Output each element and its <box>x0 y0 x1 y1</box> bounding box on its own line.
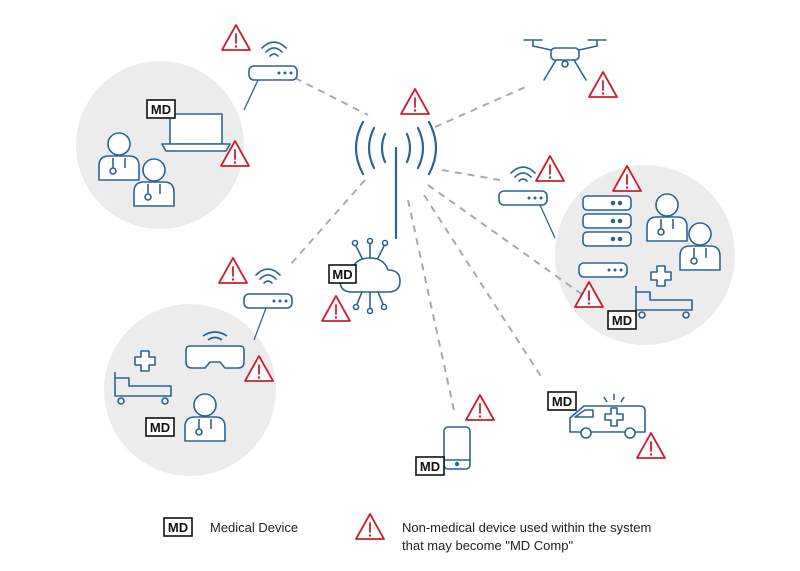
warning-icon-phone <box>465 394 495 421</box>
server-icon <box>582 195 632 247</box>
warning-icon-antenna <box>400 88 430 115</box>
router-icon-right-inner <box>578 262 628 278</box>
md-badge-bed-right: MD <box>607 310 637 330</box>
laptop-icon <box>161 113 231 152</box>
legend-md-label: Medical Device <box>210 520 298 535</box>
central-antenna-icon <box>354 120 438 240</box>
svg-text:MD: MD <box>612 313 632 328</box>
clinic-group-top-left <box>76 61 244 229</box>
legend: MD Medical Device Non-medical device use… <box>163 513 651 553</box>
router-icon-right <box>498 190 548 206</box>
wifi-icon-bottom-left <box>255 268 281 284</box>
svg-text:MD: MD <box>168 520 188 535</box>
vr-headset-icon <box>185 331 245 369</box>
legend-md-badge: MD <box>163 517 193 537</box>
svg-text:MD: MD <box>151 102 171 117</box>
router-icon-top-left <box>248 65 298 81</box>
legend-warning-line1: Non-medical device used within the syste… <box>402 520 651 535</box>
svg-text:MD: MD <box>150 420 170 435</box>
md-badge-cloud: MD <box>328 264 357 284</box>
svg-text:MD: MD <box>420 459 440 474</box>
md-badge-phone: MD <box>415 456 445 476</box>
wifi-icon-top-left <box>261 41 287 57</box>
svg-text:MD: MD <box>332 267 352 282</box>
smartphone-icon <box>443 426 471 470</box>
wifi-icon-right <box>510 166 536 182</box>
md-badge-bottom-left: MD <box>145 417 175 437</box>
warning-icon-router-bottom-left <box>218 257 248 284</box>
ambulance-icon <box>569 394 646 439</box>
legend-warning-icon <box>355 513 385 540</box>
warning-icon-router-right <box>535 155 565 182</box>
connection-lines <box>289 77 591 416</box>
warning-icon-cloud <box>321 295 351 322</box>
router-icon-bottom-left <box>243 293 293 309</box>
warning-icon-ambulance <box>636 432 666 459</box>
legend-warning-line2: that may become "MD Comp" <box>402 538 573 553</box>
clinic-group-bottom-left <box>104 304 276 476</box>
svg-text:MD: MD <box>552 394 572 409</box>
warning-icon-drone <box>588 71 618 98</box>
warning-icon-router-top-left <box>221 24 251 51</box>
md-badge-ambulance: MD <box>547 391 577 411</box>
md-badge-laptop: MD <box>146 99 176 119</box>
drone-icon <box>523 39 607 81</box>
